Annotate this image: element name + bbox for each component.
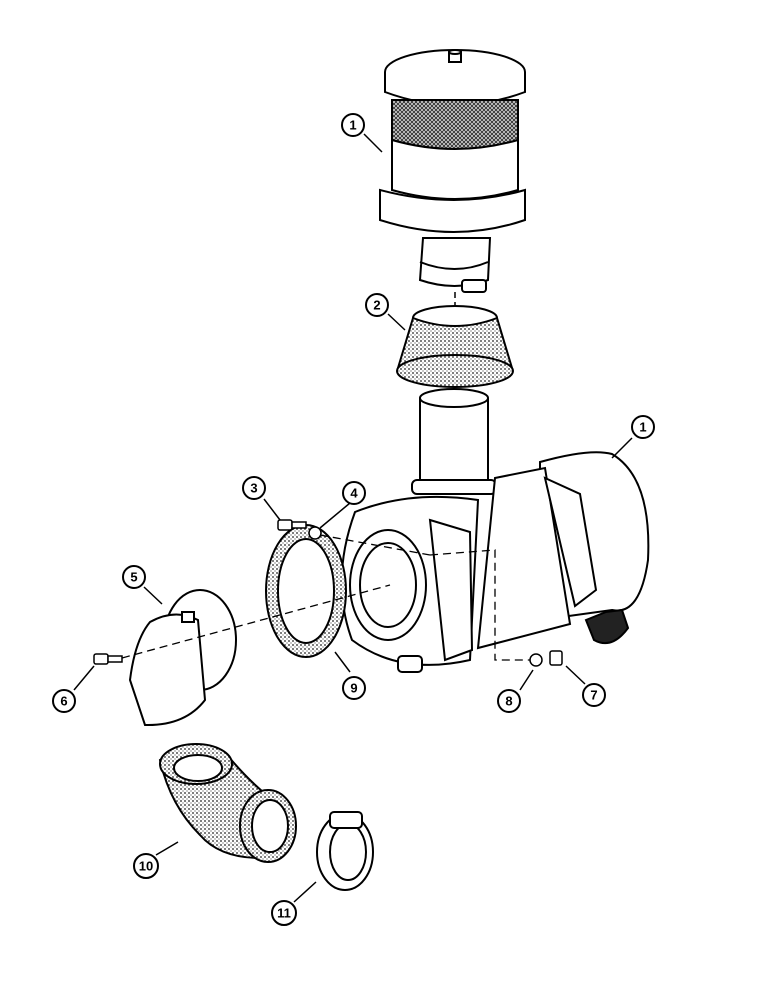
callout-label: 11 [277,906,291,921]
callout-label: 2 [373,298,380,313]
callout-label: 1 [639,420,646,435]
washer-4 [308,526,322,540]
gasket [265,524,347,658]
callout-label: 3 [250,481,257,496]
callout-1-lower: 1 [631,415,655,439]
callout-label: 8 [505,694,512,709]
nut-7 [549,650,563,666]
rubber-elbow-hose [158,743,297,863]
callout-label: 5 [130,570,137,585]
callout-2: 2 [365,293,389,317]
leader-lines [73,133,633,903]
callout-label: 1 [349,118,356,133]
bolt-6 [93,653,123,665]
outlet-elbow [128,589,237,727]
callout-3: 3 [242,476,266,500]
callout-label: 7 [590,688,597,703]
callout-4: 4 [342,481,366,505]
callout-7: 7 [582,683,606,707]
callout-label: 10 [139,859,153,874]
rubber-cone-hood [396,305,514,388]
callout-label: 6 [60,694,67,709]
callout-5: 5 [122,565,146,589]
callout-6: 6 [52,689,76,713]
callout-10: 10 [133,853,159,879]
bolt-3 [277,519,307,531]
callout-label: 9 [350,681,357,696]
precleaner-cap [379,49,526,293]
callout-8: 8 [497,689,521,713]
inlet-tube [411,388,497,495]
callout-11: 11 [271,900,297,926]
callout-1-upper: 1 [341,113,365,137]
callout-9: 9 [342,676,366,700]
hose-clamp [316,811,374,891]
callout-label: 4 [350,486,358,501]
assembly-lines [121,534,530,661]
